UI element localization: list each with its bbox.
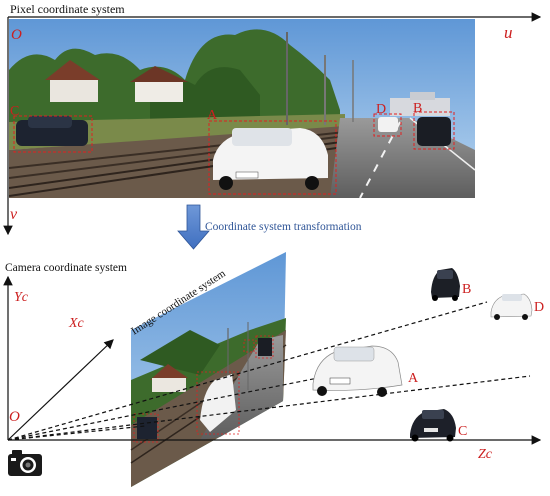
image-box-b: [255, 335, 274, 359]
box-d-label: D: [376, 102, 386, 117]
box-a-label: A: [207, 108, 218, 123]
image-box-d: [243, 339, 255, 353]
box-b-label: B: [413, 101, 422, 116]
camera-origin-label: O: [9, 409, 20, 425]
ray-to-c: [7, 425, 146, 441]
car-d: [490, 293, 533, 320]
box-b: [413, 111, 455, 150]
camera-coordinate-title: Camera coordinate system: [5, 262, 127, 274]
zc-axis-label: Zc: [478, 447, 493, 462]
car-b: [431, 268, 460, 301]
street-photo: [9, 19, 475, 198]
pixel-origin-label: O: [11, 27, 22, 43]
ray-to-d: [7, 301, 488, 441]
image-box-c: [133, 413, 159, 443]
yc-axis-label: Yc: [14, 290, 29, 305]
car-c: [410, 409, 456, 442]
pixel-coordinate-title: Pixel coordinate system: [10, 2, 125, 16]
camera-icon: [8, 450, 42, 476]
image-plane: [130, 252, 287, 487]
image-box-a: [196, 371, 240, 435]
v-axis-label: v: [10, 206, 18, 223]
car-b-label: B: [462, 282, 471, 297]
transformation-label: Coordinate system transformation: [205, 221, 362, 233]
box-c: [13, 115, 93, 153]
ray-to-a: [7, 377, 319, 441]
box-d: [373, 113, 402, 137]
car-c-label: C: [458, 424, 467, 439]
ray-to-far: [7, 375, 531, 441]
box-c-label: C: [10, 104, 19, 119]
car-a: [312, 345, 403, 397]
car-d-label: D: [534, 300, 544, 315]
xc-axis-label: Xc: [68, 316, 85, 331]
xc-axis: [7, 339, 114, 441]
u-axis-label: u: [504, 23, 513, 42]
transformation-arrow: [177, 204, 210, 250]
car-a-label: A: [408, 371, 419, 386]
